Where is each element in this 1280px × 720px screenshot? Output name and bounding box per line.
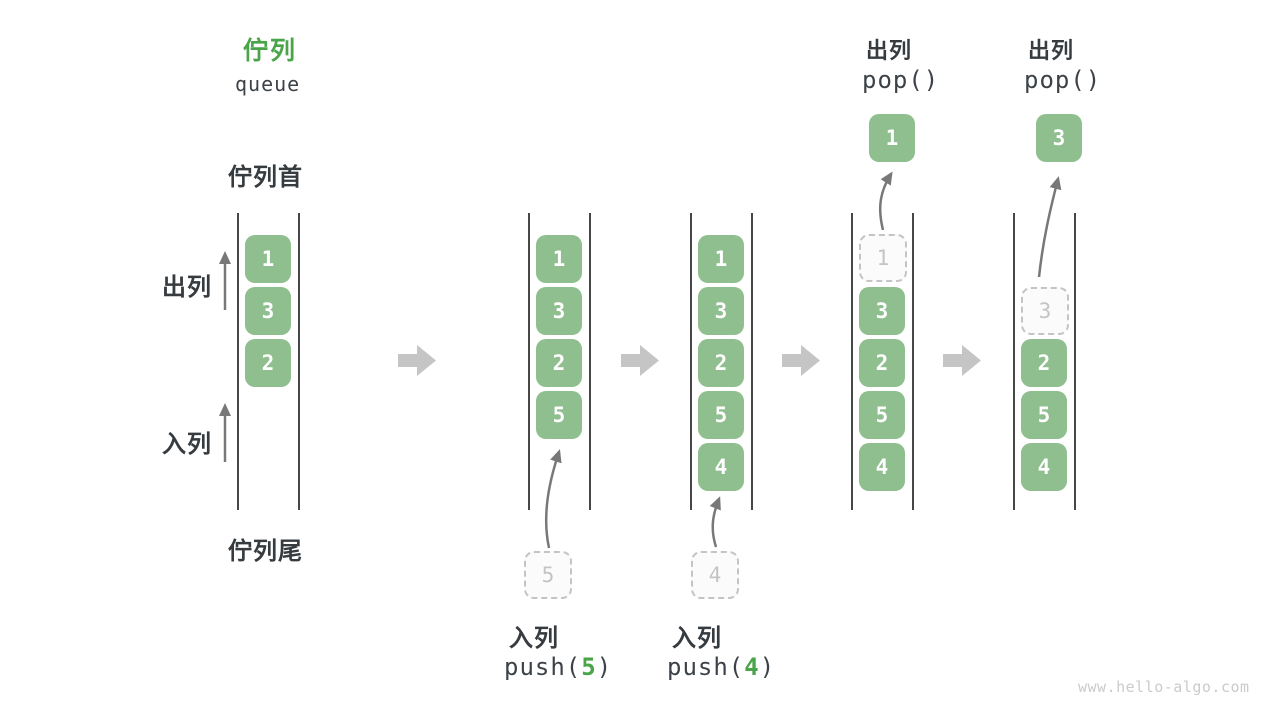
enqueue-op-label: 入列 <box>509 625 559 652</box>
queue-cell: 3 <box>536 287 582 335</box>
enqueue-ghost-cell: 5 <box>524 551 572 599</box>
queue-cell: 4 <box>1021 443 1067 491</box>
queue-rear-label: 佇列尾 <box>228 538 303 565</box>
queue-wall <box>912 213 914 510</box>
queue-cell: 2 <box>245 339 291 387</box>
code-arg: 5 <box>581 653 597 681</box>
queue-cell: 4 <box>859 443 905 491</box>
queue-cell: 3 <box>859 287 905 335</box>
queue-cell: 3 <box>698 287 744 335</box>
queue-front-label: 佇列首 <box>228 164 303 191</box>
next-step-arrow <box>943 345 981 376</box>
enqueue-op-code: push(5) <box>504 653 612 681</box>
dequeue-op-code: pop() <box>862 66 940 94</box>
enqueue-op-code: push(4) <box>667 653 775 681</box>
dequeue-op-code: pop() <box>1024 66 1102 94</box>
watermark: www.hello-algo.com <box>1078 678 1250 696</box>
queue-wall <box>751 213 753 510</box>
dequeue-op-label: 出列 <box>1028 38 1075 63</box>
queue-cell: 5 <box>859 391 905 439</box>
code-open: push( <box>667 653 745 681</box>
code-open: push( <box>504 653 582 681</box>
queue-cell: 2 <box>698 339 744 387</box>
queue-cell-popped-ghost: 1 <box>859 234 907 282</box>
enqueue-side-label: 入列 <box>162 431 212 458</box>
queue-wall <box>589 213 591 510</box>
diagram-title-zh: 佇列 <box>243 37 298 65</box>
queue-cell: 1 <box>245 235 291 283</box>
queue-wall <box>1074 213 1076 510</box>
code-close: ) <box>596 653 613 681</box>
pop-arrow <box>879 171 893 231</box>
popped-cell: 3 <box>1036 114 1082 162</box>
next-step-arrow <box>398 345 436 376</box>
queue-wall <box>851 213 853 510</box>
queue-wall <box>237 213 239 510</box>
next-step-arrow <box>621 345 659 376</box>
code-arg: 4 <box>744 653 760 681</box>
queue-cell: 3 <box>245 287 291 335</box>
next-step-arrow <box>782 345 820 376</box>
enqueue-ghost-cell: 4 <box>691 551 739 599</box>
dequeue-side-label: 出列 <box>162 274 212 301</box>
queue-wall <box>690 213 692 510</box>
diagram-title-en: queue <box>235 72 301 96</box>
push-arrow <box>544 449 562 549</box>
push-arrow <box>709 496 721 548</box>
queue-cell: 2 <box>1021 339 1067 387</box>
queue-cell: 5 <box>536 391 582 439</box>
queue-cell: 1 <box>698 235 744 283</box>
queue-cell: 2 <box>859 339 905 387</box>
queue-wall <box>298 213 300 510</box>
queue-cell: 4 <box>698 443 744 491</box>
code-close: ) <box>759 653 776 681</box>
queue-cell: 2 <box>536 339 582 387</box>
queue-cell: 5 <box>1021 391 1067 439</box>
queue-cell: 5 <box>698 391 744 439</box>
queue-cell: 1 <box>536 235 582 283</box>
pop-arrow <box>1037 176 1062 278</box>
enqueue-op-label: 入列 <box>672 625 722 652</box>
queue-wall <box>1013 213 1015 510</box>
queue-cell-popped-ghost: 3 <box>1021 287 1069 335</box>
popped-cell: 1 <box>869 114 915 162</box>
dequeue-op-label: 出列 <box>866 38 913 63</box>
queue-wall <box>528 213 530 510</box>
